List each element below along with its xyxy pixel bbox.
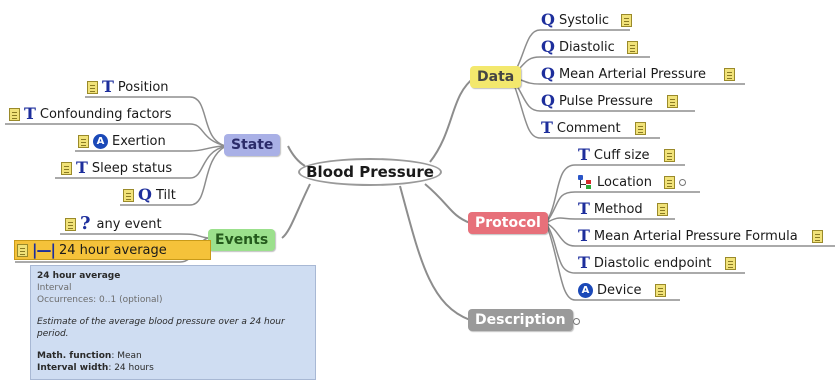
branch-data[interactable]: Data xyxy=(470,66,522,88)
protocol-item-label: Method xyxy=(593,201,643,217)
state-item-exertion[interactable]: A Exertion xyxy=(78,130,166,152)
annotation-note-icon[interactable] xyxy=(811,229,823,243)
state-item-position[interactable]: T Position xyxy=(87,76,169,98)
quantity-icon: Q xyxy=(541,37,555,56)
tooltip-occurrences: Occurrences: 0..1 (optional) xyxy=(37,295,163,305)
branch-protocol-label: Protocol xyxy=(475,215,541,231)
annotation-note-icon[interactable] xyxy=(725,256,737,270)
quantity-icon: Q xyxy=(541,10,555,29)
data-item-diastolic[interactable]: Q Diastolic xyxy=(541,36,642,58)
events-item-any-event[interactable]: ? any event xyxy=(65,213,162,235)
annotation-note-icon[interactable] xyxy=(65,217,76,231)
tooltip-interval-width: Interval width: 24 hours xyxy=(37,363,154,373)
data-item-label: Diastolic xyxy=(558,39,615,55)
text-icon: T xyxy=(76,158,88,177)
text-icon: T xyxy=(541,118,553,137)
quantity-icon: Q xyxy=(541,64,555,83)
protocol-item-label: Cuff size xyxy=(593,147,650,163)
any-event-icon: ? xyxy=(80,213,91,234)
data-item-pulse-pressure[interactable]: Q Pulse Pressure xyxy=(541,90,682,112)
protocol-item-device[interactable]: A Device xyxy=(578,279,670,301)
data-item-systolic[interactable]: Q Systolic xyxy=(541,9,636,31)
text-icon: T xyxy=(578,145,590,164)
protocol-item-cuff-size[interactable]: T Cuff size xyxy=(578,144,679,166)
text-icon: T xyxy=(578,199,590,218)
annotation-note-icon[interactable] xyxy=(656,202,668,216)
annotation-note-icon[interactable] xyxy=(9,107,20,121)
description-collapse-toggle[interactable] xyxy=(573,318,580,325)
interval-icon: |—| xyxy=(32,241,56,259)
annotation-note-icon[interactable] xyxy=(17,243,28,257)
state-item-label: Exertion xyxy=(112,133,166,149)
cluster-icon xyxy=(578,174,593,190)
annotation-note-icon[interactable] xyxy=(663,175,675,189)
events-item-24-hour-average[interactable]: |—| 24 hour average xyxy=(14,240,211,260)
annotation-note-icon[interactable] xyxy=(655,283,667,297)
branch-description[interactable]: Description xyxy=(468,309,573,331)
state-item-label: Position xyxy=(117,79,169,95)
annotation-note-icon[interactable] xyxy=(61,161,72,175)
central-topic-label: Blood Pressure xyxy=(306,163,434,181)
protocol-item-label: Diastolic endpoint xyxy=(593,255,712,271)
quantity-icon: Q xyxy=(541,91,555,110)
quantity-icon: Q xyxy=(138,185,152,204)
protocol-item-label: Mean Arterial Pressure Formula xyxy=(593,228,798,244)
archetype-slot-icon: A xyxy=(578,282,593,298)
tooltip-description: Estimate of the average blood pressure o… xyxy=(37,317,285,339)
tooltip-type: Interval xyxy=(37,283,72,293)
protocol-item-diastolic-endpoint[interactable]: T Diastolic endpoint xyxy=(578,252,740,274)
state-item-tilt[interactable]: Q Tilt xyxy=(123,184,176,206)
state-item-sleep-status[interactable]: T Sleep status xyxy=(61,157,172,179)
state-item-label: Sleep status xyxy=(91,160,173,176)
archetype-slot-icon: A xyxy=(93,133,108,149)
data-item-comment[interactable]: T Comment xyxy=(541,117,650,139)
protocol-item-label: Location xyxy=(597,174,652,190)
state-item-label: Tilt xyxy=(155,187,176,203)
node-details-tooltip: 24 hour average Interval Occurrences: 0.… xyxy=(30,265,316,380)
branch-state[interactable]: State xyxy=(224,134,281,156)
annotation-note-icon[interactable] xyxy=(724,67,735,81)
annotation-note-icon[interactable] xyxy=(123,188,134,202)
annotation-note-icon[interactable] xyxy=(663,148,675,162)
branch-description-label: Description xyxy=(475,312,566,328)
branch-data-label: Data xyxy=(477,69,515,85)
data-item-label: Comment xyxy=(556,120,621,136)
text-icon: T xyxy=(102,77,114,96)
branch-protocol[interactable]: Protocol xyxy=(468,212,548,234)
data-item-label: Mean Arterial Pressure xyxy=(558,66,706,82)
data-item-label: Pulse Pressure xyxy=(558,93,653,109)
annotation-note-icon[interactable] xyxy=(666,94,678,108)
text-icon: T xyxy=(24,104,36,123)
text-icon: T xyxy=(578,253,590,272)
annotation-note-icon[interactable] xyxy=(87,80,98,94)
location-collapse-toggle[interactable] xyxy=(678,178,686,186)
branch-events-label: Events xyxy=(215,232,269,248)
tooltip-title: 24 hour average xyxy=(37,271,121,281)
protocol-item-mean-arterial-pressure-formula[interactable]: T Mean Arterial Pressure Formula xyxy=(578,225,827,247)
protocol-item-method[interactable]: T Method xyxy=(578,198,672,220)
protocol-item-label: Device xyxy=(597,282,642,298)
text-icon: T xyxy=(578,226,590,245)
branch-state-label: State xyxy=(231,137,274,153)
annotation-note-icon[interactable] xyxy=(621,13,633,27)
annotation-note-icon[interactable] xyxy=(634,121,646,135)
tooltip-math-function: Math. function: Mean xyxy=(37,351,142,361)
data-item-label: Systolic xyxy=(558,12,610,28)
events-item-label: any event xyxy=(96,216,162,232)
branch-events[interactable]: Events xyxy=(208,229,276,251)
central-topic[interactable]: Blood Pressure xyxy=(298,158,442,186)
events-item-label: 24 hour average xyxy=(58,242,167,258)
protocol-item-location[interactable]: Location xyxy=(578,171,686,193)
data-item-mean-arterial-pressure[interactable]: Q Mean Arterial Pressure xyxy=(541,63,739,85)
state-item-label: Confounding factors xyxy=(39,106,172,122)
state-item-confounding-factors[interactable]: T Confounding factors xyxy=(9,103,172,125)
annotation-note-icon[interactable] xyxy=(78,134,89,148)
annotation-note-icon[interactable] xyxy=(626,40,638,54)
